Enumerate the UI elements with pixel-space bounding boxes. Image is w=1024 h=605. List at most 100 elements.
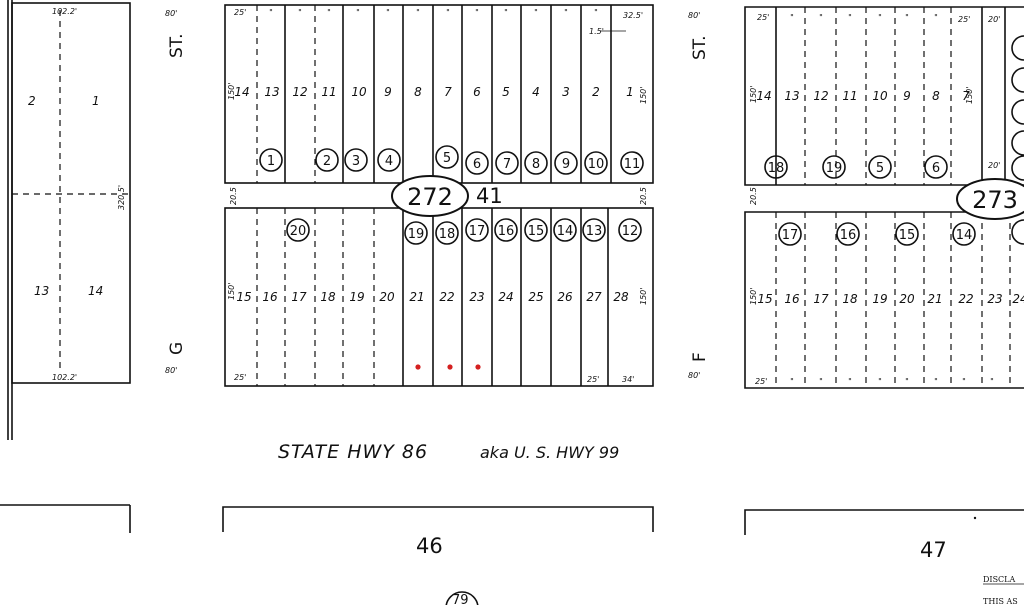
dimension-label: 150' [227, 83, 236, 100]
dimension-label: 150' [639, 288, 648, 305]
parcel-number: 3 [352, 154, 360, 169]
lot-label: 13 [34, 284, 49, 298]
dimension-label: 25' [755, 377, 767, 386]
lot-number: 26 [557, 290, 573, 304]
parcel-number: 5 [443, 151, 451, 166]
parcel-number: 11 [624, 157, 641, 172]
parcel-circle [924, 155, 948, 179]
ditto-mark: " [848, 13, 852, 22]
lot-label: 1 [92, 94, 100, 108]
dimension-label: 150' [749, 288, 758, 305]
dimension-label: 25' [757, 13, 769, 22]
dimension-label: 320.5' [117, 185, 126, 210]
lot-number: 12 [292, 85, 307, 99]
parcel-number: 15 [899, 228, 916, 243]
lot-number: 10 [351, 85, 367, 99]
lot-number: 17 [813, 292, 829, 306]
parcel-circle [465, 218, 489, 242]
parcel-number: 17 [782, 228, 799, 243]
lot-number: 18 [842, 292, 858, 306]
book-page-number: 273 [972, 186, 1018, 214]
parcel-number: 20 [290, 224, 307, 239]
ditto-mark: " [534, 8, 538, 17]
parcel-circle [620, 151, 644, 175]
parcel-number: 19 [826, 161, 843, 176]
lot-number: 2 [592, 85, 600, 99]
parcel-circle-partial [1011, 99, 1024, 125]
block-273-bottom-outline [744, 211, 1024, 389]
lot-number: 7 [962, 89, 970, 103]
lot-number: 17 [291, 290, 307, 304]
parcel-circle [764, 155, 788, 179]
parcel-circle [554, 151, 578, 175]
g-street: 80' ST. G 80' [165, 9, 187, 375]
lot-number: 20 [899, 292, 915, 306]
lot-number: 22 [958, 292, 973, 306]
parcel-number: 16 [498, 224, 515, 239]
parcel-circle [315, 148, 339, 172]
lot-number: 11 [842, 89, 857, 103]
parcel-circle [553, 218, 577, 242]
ditto-mark: " [878, 377, 882, 386]
parcel-number: 79 [452, 593, 469, 605]
lot-number: 8 [932, 89, 940, 103]
ditto-mark: " [386, 8, 390, 17]
lot-number: 6 [473, 85, 481, 99]
parcel-number: 1 [267, 154, 275, 169]
dimension-label: 102.2' [52, 7, 77, 16]
lot-number: 14 [756, 89, 771, 103]
parcel-circle [435, 145, 459, 169]
parcel-circle [618, 218, 642, 242]
highway: STATE HWY 86 aka U. S. HWY 99 [278, 441, 619, 463]
lot-number: 13 [264, 85, 279, 99]
ditto-mark: " [327, 8, 331, 17]
ditto-mark: " [905, 377, 909, 386]
highway-aka: aka U. S. HWY 99 [480, 443, 619, 462]
highway-name: STATE HWY 86 [278, 441, 428, 463]
lot-number: 1 [626, 85, 634, 99]
ditto-mark: " [594, 8, 598, 17]
parcel-number: 6 [473, 157, 481, 172]
dimension-label: 20' [988, 161, 1000, 170]
parcel-circle [836, 222, 860, 246]
parcel-circle [404, 221, 428, 245]
lot-number: 9 [903, 89, 911, 103]
lot-number: 19 [349, 290, 364, 304]
book-page-oval [956, 178, 1024, 220]
dimension-label: 25' [234, 8, 246, 17]
book-page-number: 272 [407, 183, 453, 211]
block-number: 41 [476, 184, 503, 208]
left-block: 2 1 13 14 102.2' 102.2' 320.5' [0, 0, 131, 533]
ditto-mark: " [356, 8, 360, 17]
lot-number: 23 [469, 290, 484, 304]
street-name: ST. [167, 33, 187, 58]
dimension-label: 102.2' [52, 373, 77, 382]
lot-number: 22 [439, 290, 454, 304]
lot-number: 16 [784, 292, 800, 306]
lot-number: 21 [927, 292, 942, 306]
lot-number: 18 [320, 290, 336, 304]
parcel-circle [445, 591, 479, 605]
parcel-number: 12 [622, 224, 639, 239]
parcel-number: 8 [532, 157, 540, 172]
lot-number: 12 [813, 89, 828, 103]
dimension-label: 25' [958, 15, 970, 24]
ditto-mark: " [790, 377, 794, 386]
red-mark [415, 364, 421, 370]
parcel-circle-partial [1011, 130, 1024, 156]
parcel-circle [582, 218, 606, 242]
parcel-circle [952, 222, 976, 246]
parcel-number: 10 [588, 157, 605, 172]
parcel-circle [524, 218, 548, 242]
parcel-circle [495, 151, 519, 175]
block-number: 47 [920, 538, 947, 562]
parcel-circle [344, 148, 368, 172]
ditto-mark: " [790, 13, 794, 22]
parcel-number: 4 [385, 154, 393, 169]
parcel-circle-partial [1011, 35, 1024, 61]
parcel-number: 9 [562, 157, 570, 172]
lot-number: 14 [234, 85, 249, 99]
